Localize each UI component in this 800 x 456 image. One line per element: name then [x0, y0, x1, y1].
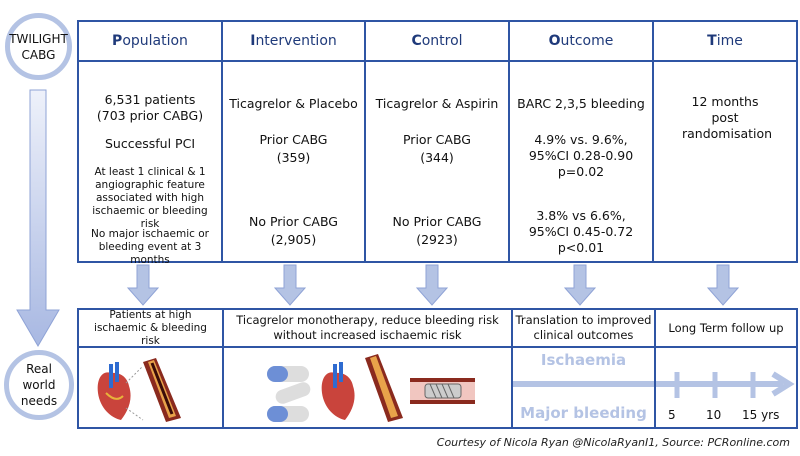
control-cell: Ticagrelor & Aspirin Prior CABG (344) No…: [366, 62, 510, 261]
treatment-images: [224, 348, 513, 427]
outcome-endpoint: BARC 2,3,5 bleeding: [517, 96, 645, 111]
twilight-cabg-circle: TWILIGHT CABG: [5, 13, 72, 80]
heart-icon: [321, 362, 355, 420]
need-treatment: Ticagrelor monotherapy, reduce bleeding …: [224, 310, 513, 348]
real-world-needs-label: Real world needs: [20, 362, 58, 408]
prior-cabg-count: (703 prior CABG): [96, 108, 204, 123]
prior-p: p=0.02: [557, 164, 605, 179]
treatment-illustration: [267, 354, 475, 422]
real-world-needs-circle: Real world needs: [4, 350, 74, 420]
no-prior-cabg-label: No Prior CABG: [249, 214, 338, 229]
no-prior-rates: 3.8% vs 6.6%,: [536, 208, 626, 223]
time-needs-cell: 5 10 15 yrs: [656, 348, 796, 427]
real-world-needs-table: Patients at high ischaemic & bleeding ri…: [77, 308, 798, 429]
twilight-cabg-label: TWILIGHT CABG: [9, 31, 68, 62]
connector-arrows: [126, 264, 740, 306]
down-arrow-icon: [706, 264, 740, 306]
patients-count: 6,531 patients: [104, 92, 196, 107]
prior-cabg-label: Prior CABG: [402, 132, 471, 147]
tick-5: 5: [668, 408, 676, 422]
pill-icon: [267, 366, 309, 382]
population-images: [79, 348, 224, 427]
no-prior-cabg-label: No Prior CABG: [392, 214, 482, 229]
heart-artery-illustration: [97, 358, 181, 422]
tick-10: 10: [706, 408, 722, 422]
no-prior-p: p<0.01: [557, 240, 605, 255]
prior-rates: 4.9% vs. 9.6%,: [534, 132, 628, 147]
time-cell: 12 months post randomisation: [654, 62, 796, 261]
population-cell: 6,531 patients (703 prior CABG) Successf…: [79, 62, 223, 266]
prior-cabg-n: (359): [276, 150, 311, 165]
timeline-arrow-icon: [511, 371, 795, 398]
artery-plaque-icon: [365, 354, 403, 422]
time-text: 12 months post randomisation: [682, 94, 773, 141]
no-event-criteria: No major ischaemic or bleeding event at …: [91, 228, 209, 266]
outcome-cell: BARC 2,3,5 bleeding 4.9% vs. 9.6%, 95%CI…: [510, 62, 654, 261]
artery-plaque-icon: [142, 358, 181, 422]
prior-ci: 95%CI 0.28-0.90: [528, 148, 634, 163]
tick-15: 15 yrs: [742, 408, 780, 422]
major-bleeding-label: Major bleeding: [520, 404, 647, 422]
intervention-drug: Ticagrelor & Placebo: [229, 96, 358, 111]
prior-cabg-label: Prior CABG: [259, 132, 328, 147]
need-time: Long Term follow up: [656, 310, 796, 348]
pill-icon: [267, 406, 309, 422]
control-drug: Ticagrelor & Aspirin: [375, 96, 499, 111]
need-outcome: Translation to improved clinical outcome…: [513, 310, 656, 348]
stent-icon: [410, 378, 475, 404]
heart-icon: [97, 362, 131, 420]
down-arrow-icon: [415, 264, 449, 306]
inclusion-feature: At least 1 clinical & 1 angiographic fea…: [92, 166, 208, 230]
intervention-cell: Ticagrelor & Placebo Prior CABG (359) No…: [223, 62, 366, 261]
successful-pci: Successful PCI: [104, 136, 196, 151]
down-arrow-icon: [126, 264, 160, 306]
no-prior-cabg-n: (2,905): [270, 232, 317, 247]
ischaemia-label: Ischaemia: [540, 351, 627, 369]
no-prior-ci: 95%CI 0.45-0.72: [528, 224, 634, 239]
down-arrow-icon: [563, 264, 597, 306]
no-prior-cabg-n: (2923): [416, 232, 458, 247]
prior-cabg-n: (344): [420, 150, 454, 165]
down-arrow-icon: [16, 89, 60, 347]
outcome-needs-cell: Ischaemia Major bleeding: [513, 348, 656, 427]
need-population: Patients at high ischaemic & bleeding ri…: [79, 309, 224, 348]
down-arrow-icon: [273, 264, 307, 306]
source-credit: Courtesy of Nicola Ryan @NicolaRyanI1, S…: [436, 436, 790, 449]
pill-icon: [275, 382, 311, 404]
